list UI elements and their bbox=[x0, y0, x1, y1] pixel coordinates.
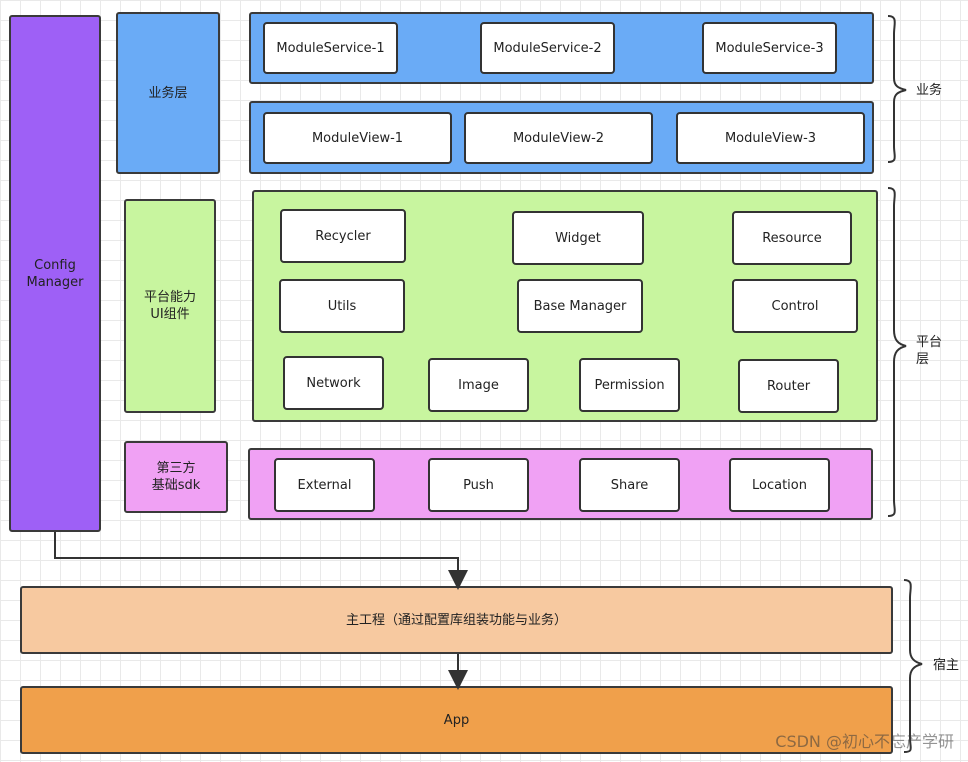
platform-recycler: Recycler bbox=[280, 209, 406, 263]
config-manager-label: Config Manager bbox=[26, 257, 84, 290]
brace-label-host: 宿主 bbox=[933, 658, 960, 673]
brace-label-platform: 平台 层 bbox=[916, 335, 943, 367]
platform-layer-label-box: 平台能力 UI组件 bbox=[124, 199, 216, 413]
module-view-2: ModuleView-2 bbox=[464, 112, 653, 164]
business-layer-label-box: 业务层 bbox=[116, 12, 220, 174]
platform-widget: Widget bbox=[512, 211, 644, 265]
platform-resource: Resource bbox=[732, 211, 852, 265]
main-project-label: 主工程（通过配置库组装功能与业务） bbox=[345, 612, 567, 628]
platform-layer-label: 平台能力 UI组件 bbox=[143, 290, 196, 322]
sdk-layer-label-box: 第三方 基础sdk bbox=[124, 441, 228, 513]
main-project-box: 主工程（通过配置库组装功能与业务） bbox=[20, 586, 893, 654]
host-brace bbox=[903, 579, 923, 753]
platform-router: Router bbox=[738, 359, 839, 413]
platform-container: Recycler Widget Resource Utils Base Mana… bbox=[252, 190, 878, 422]
module-service-container: ModuleService-1 ModuleService-2 ModuleSe… bbox=[249, 12, 874, 84]
business-layer-label: 业务层 bbox=[148, 85, 188, 101]
platform-permission: Permission bbox=[579, 358, 680, 412]
app-label: App bbox=[443, 712, 470, 728]
platform-base-manager: Base Manager bbox=[517, 279, 643, 333]
platform-control: Control bbox=[732, 279, 858, 333]
platform-brace bbox=[887, 187, 907, 517]
config-to-main-arrow bbox=[54, 532, 468, 590]
module-service-3: ModuleService-3 bbox=[702, 22, 837, 74]
sdk-location: Location bbox=[729, 458, 830, 512]
platform-utils: Utils bbox=[279, 279, 405, 333]
brace-label-business: 业务 bbox=[916, 83, 943, 98]
sdk-container: External Push Share Location bbox=[248, 448, 873, 520]
module-service-2: ModuleService-2 bbox=[480, 22, 615, 74]
platform-network: Network bbox=[283, 356, 384, 410]
module-service-1: ModuleService-1 bbox=[263, 22, 398, 74]
watermark: CSDN @初心不忘产学研 bbox=[775, 732, 954, 751]
config-manager-box: Config Manager bbox=[9, 15, 101, 532]
module-view-container: ModuleView-1 ModuleView-2 ModuleView-3 bbox=[249, 101, 874, 174]
module-view-3: ModuleView-3 bbox=[676, 112, 865, 164]
platform-image: Image bbox=[428, 358, 529, 412]
sdk-external: External bbox=[274, 458, 375, 512]
module-view-1: ModuleView-1 bbox=[263, 112, 452, 164]
business-brace bbox=[887, 15, 907, 163]
sdk-push: Push bbox=[428, 458, 529, 512]
sdk-layer-label: 第三方 基础sdk bbox=[151, 461, 201, 493]
sdk-share: Share bbox=[579, 458, 680, 512]
